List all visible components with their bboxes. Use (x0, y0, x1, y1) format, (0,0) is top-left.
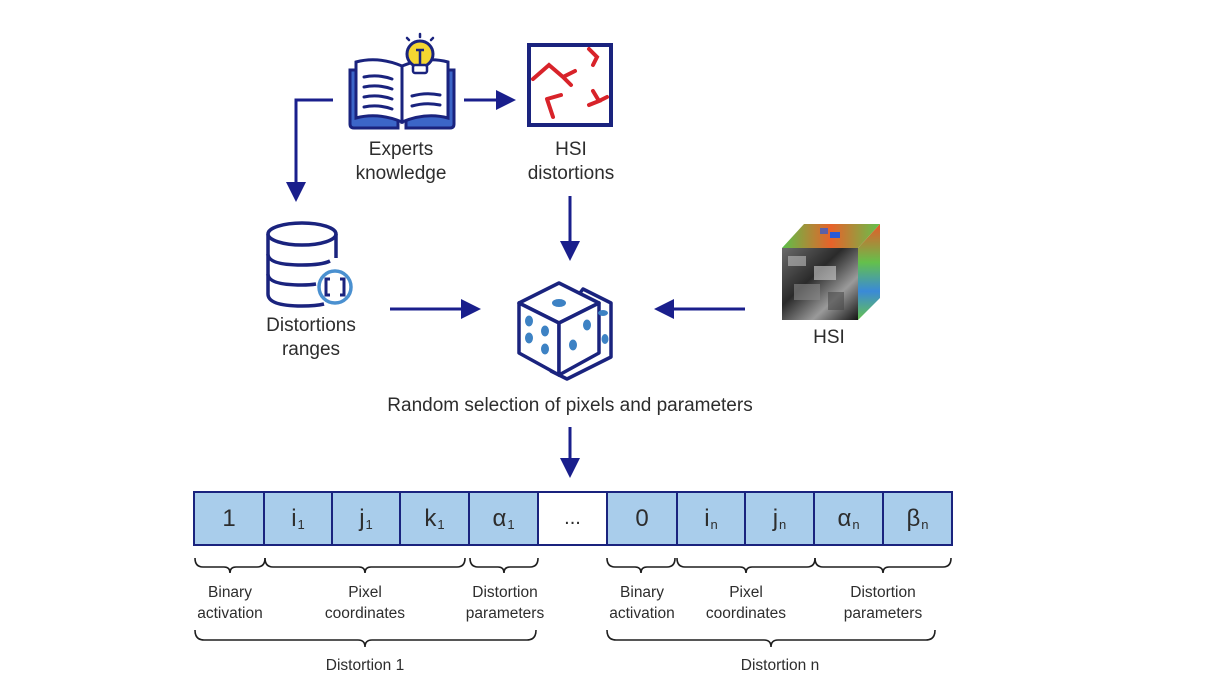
brace-params-1 (469, 557, 539, 574)
cell-subscript: 1 (297, 517, 305, 532)
cell-value: 1 (222, 504, 236, 532)
brace-pixel-n (676, 557, 816, 574)
braces-group (194, 557, 952, 648)
group-label-line1: Distortion (472, 584, 538, 601)
hsi-label: HSI (813, 327, 845, 348)
group-label-line2: activation (197, 605, 263, 622)
cell-value: ... (564, 507, 581, 529)
arrow-ranges-to-dice (390, 299, 481, 319)
cell-value: j (359, 504, 365, 532)
vector-cell-binary-1: 1 (193, 491, 265, 546)
cell-subscript: 1 (365, 517, 373, 532)
arrow-random-to-vector (560, 427, 580, 478)
cell-subscript: 1 (437, 517, 445, 532)
group-label-line1: Pixel (729, 584, 763, 601)
arrow-distortions-to-dice (560, 196, 580, 261)
cell-value: i (291, 504, 297, 532)
vector-cell-ellipsis: ... (537, 491, 608, 546)
cell-value: k (424, 504, 437, 532)
experts-label-line1: Experts (368, 139, 434, 160)
distortion-n-label: Distortion n (740, 657, 820, 674)
group-label-line1: Binary (208, 584, 252, 601)
arrow-experts-to-distortions (464, 90, 516, 110)
cell-subscript: n (710, 517, 718, 532)
ranges-label-line1: Distortions (266, 315, 356, 336)
brace-params-n (814, 557, 952, 574)
cell-value: β (906, 504, 921, 532)
distortion-map-icon (527, 43, 613, 127)
experts-label-line2: knowledge (355, 163, 447, 184)
group-label-line2: coordinates (705, 605, 787, 622)
dice-icon (517, 281, 613, 381)
group-label-line2: parameters (465, 605, 545, 622)
hsi-distortions-label-line2: distortions (527, 163, 615, 184)
cell-subscript: n (921, 517, 929, 532)
brace-binary-n (606, 557, 676, 574)
database-brackets-icon (266, 221, 353, 308)
brace-pixel-1 (264, 557, 466, 574)
ranges-label: Distortions ranges (238, 314, 384, 362)
cell-subscript: n (779, 517, 787, 532)
group-label-pixel-n: Pixel coordinates (681, 582, 811, 624)
random-selection-label: Random selection of pixels and parameter… (387, 395, 753, 416)
group-label-line1: Pixel (348, 584, 382, 601)
cell-subscript: n (852, 517, 860, 532)
group-label-pixel-1: Pixel coordinates (300, 582, 430, 624)
vector-cell-binary-n: 0 (606, 491, 678, 546)
ranges-label-line2: ranges (281, 339, 341, 360)
hsi-distortions-label-line1: HSI (555, 139, 587, 160)
group-label-params-1: Distortion parameters (450, 582, 560, 624)
distortion-1-label: Distortion 1 (325, 657, 405, 674)
group-label-line2: coordinates (324, 605, 406, 622)
cell-value: 0 (635, 504, 649, 532)
group-label-binary-n: Binary activation (587, 582, 697, 624)
brace-distortion-1 (194, 629, 537, 648)
cell-value: j (772, 504, 779, 532)
group-label-binary-1: Binary activation (175, 582, 285, 624)
cell-value: α (492, 504, 507, 532)
experts-label: Experts knowledge (330, 138, 472, 186)
cell-value: α (837, 504, 852, 532)
group-label-line2: activation (609, 605, 675, 622)
group-label-line2: parameters (843, 605, 923, 622)
hsi-distortions-label: HSI distortions (500, 138, 642, 186)
group-label-line1: Binary (620, 584, 664, 601)
group-label-line1: Distortion (850, 584, 916, 601)
cell-value: i (704, 504, 710, 532)
brace-distortion-n (606, 629, 936, 648)
book-lightbulb-icon (348, 32, 456, 130)
arrow-hsi-to-dice (654, 299, 745, 319)
group-label-params-n: Distortion parameters (828, 582, 938, 624)
cell-subscript: 1 (507, 517, 515, 532)
brace-binary-1 (194, 557, 266, 574)
hyperspectral-cube-icon (782, 224, 880, 320)
arrow-experts-to-ranges (286, 98, 333, 202)
